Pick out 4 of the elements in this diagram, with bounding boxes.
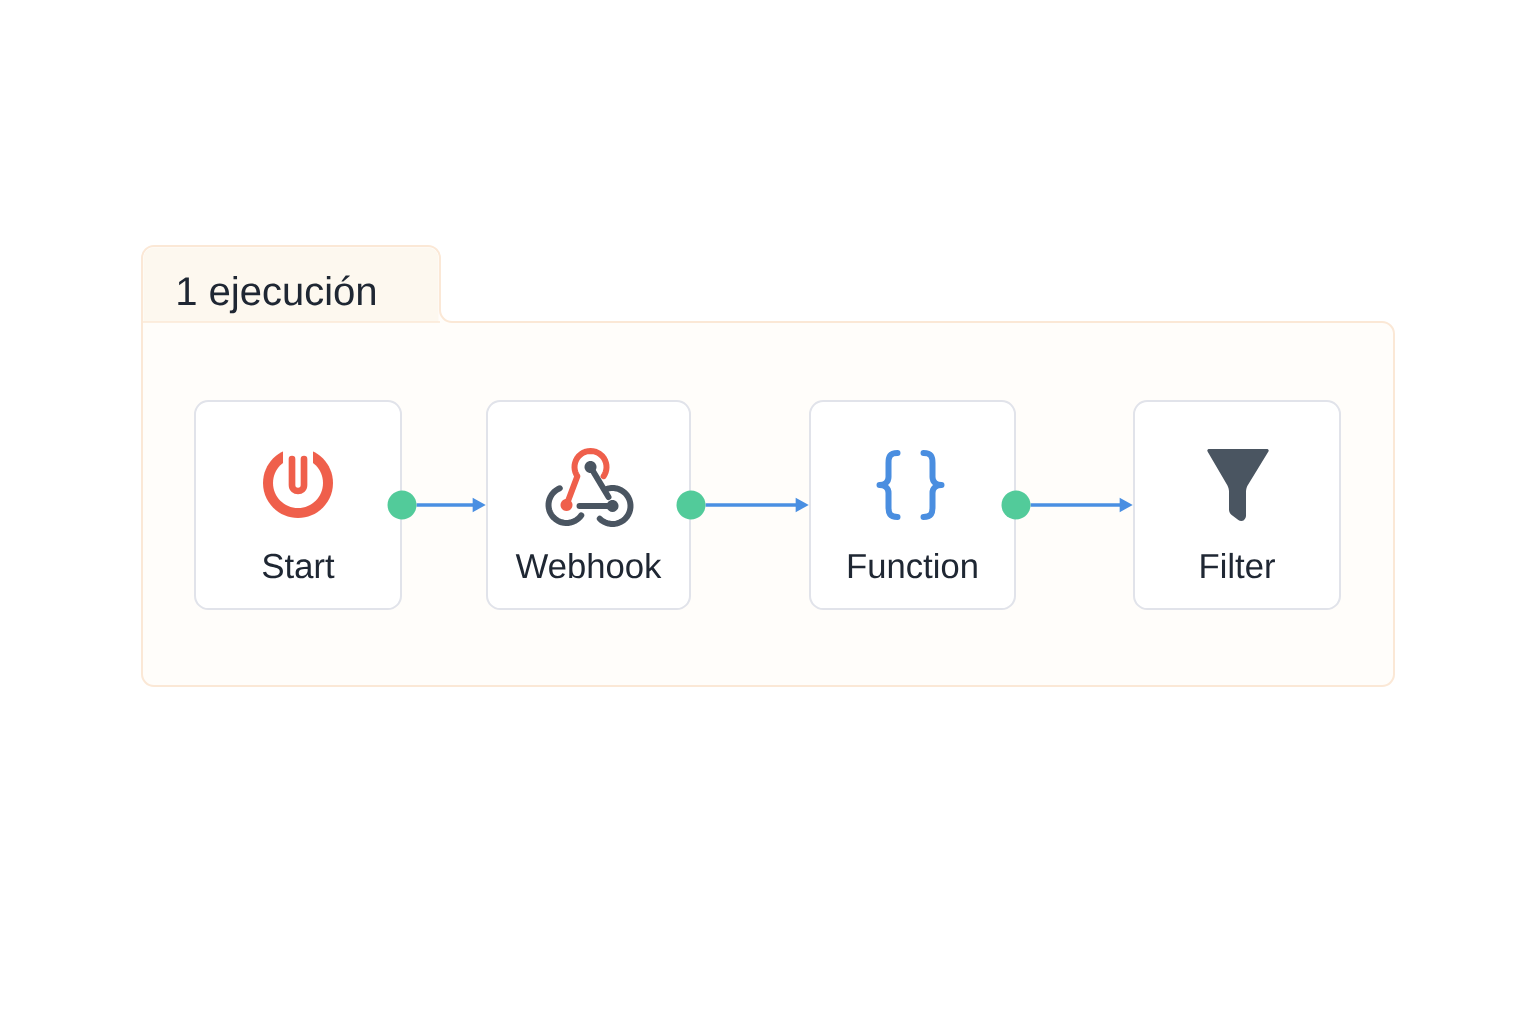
process-box: Start [194,400,402,610]
process-box: Webhook [486,400,691,610]
process-box: Function [809,400,1016,610]
process-box: Filter [1133,400,1341,610]
